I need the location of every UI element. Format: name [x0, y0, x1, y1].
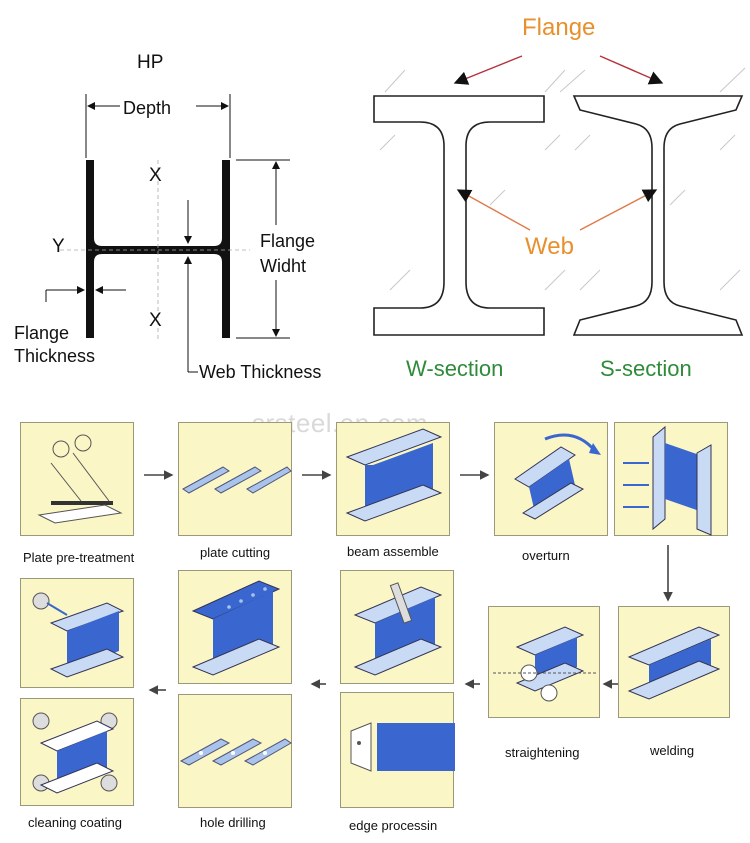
caption-overturn: overturn	[522, 548, 570, 563]
cleaning-coating-illustration	[32, 712, 118, 794]
x-top-label: X	[149, 165, 162, 186]
edge-processing-illustration	[350, 722, 455, 772]
caption-hole-drilling: hole drilling	[200, 815, 266, 830]
hp-profile	[60, 160, 250, 340]
overturn-illustration	[514, 433, 601, 520]
caption-plate-cutting: plate cutting	[200, 545, 271, 560]
panel-edge-processing	[340, 692, 455, 808]
panel-plate-cutting	[178, 422, 292, 536]
web-label: Web	[525, 233, 574, 260]
panel-welding	[618, 606, 730, 718]
caption-edge-processing: edge processin	[349, 818, 438, 833]
caption-cleaning-coating: cleaning coating	[28, 815, 122, 830]
panel-cleaning-coating	[20, 698, 134, 806]
panel-welding-overview	[614, 422, 728, 536]
flange-width-dimension	[236, 159, 290, 339]
caption-welding: welding	[650, 743, 695, 758]
flange-thickness-dimension	[45, 286, 126, 302]
caption-beam-assemble: beam assemble	[347, 544, 439, 559]
s-section-label: S-section	[600, 356, 692, 381]
panel-drilled-beam	[178, 570, 292, 684]
flange-arrows	[453, 55, 664, 85]
panel-beam-assemble	[336, 422, 450, 536]
y-label: Y	[52, 236, 65, 257]
flow-arrows	[144, 470, 673, 695]
web-thickness-label: Web Thickness	[199, 362, 322, 382]
panel-edge-beam	[340, 570, 454, 684]
w-section-label: W-section	[406, 356, 504, 381]
caption-plate-pretreatment: Plate pre-treatment	[23, 550, 135, 565]
web-arrows	[456, 189, 658, 231]
flange-thickness-label-1: Flange	[14, 323, 70, 343]
beam-assemble-illustration	[345, 428, 443, 522]
welding-overview-illustration	[623, 425, 712, 536]
depth-label: Depth	[123, 98, 172, 118]
x-bottom-label: X	[149, 310, 162, 331]
panel-hole-drilling	[178, 694, 292, 808]
flange-thickness-label-2: Thickness	[14, 346, 96, 366]
w-section-shape	[373, 95, 545, 336]
depth-dimension	[85, 94, 231, 158]
hole-drilling-illustration	[179, 738, 292, 766]
straightening-illustration	[493, 626, 597, 702]
s-section-shape	[572, 95, 744, 336]
web-thickness-dimension	[184, 200, 198, 373]
panel-plate-pretreatment	[20, 422, 134, 536]
panel-coating-spray	[20, 578, 134, 688]
flange-label: Flange	[522, 14, 596, 41]
flange-width-label-2: Widht	[260, 256, 307, 276]
plate-pretreatment-illustration	[37, 434, 123, 524]
welding-illustration	[627, 626, 721, 700]
hp-title: HP	[137, 52, 164, 73]
coating-spray-illustration	[32, 592, 125, 678]
panel-overturn	[494, 422, 608, 536]
edge-beam-illustration	[353, 582, 443, 676]
caption-straightening: straightening	[505, 745, 580, 760]
drilled-beam-illustration	[191, 580, 281, 676]
plate-cutting-illustration	[182, 466, 292, 494]
panel-straightening	[488, 606, 600, 718]
flange-width-label-1: Flange	[260, 231, 316, 251]
hatch-lines	[379, 67, 746, 291]
